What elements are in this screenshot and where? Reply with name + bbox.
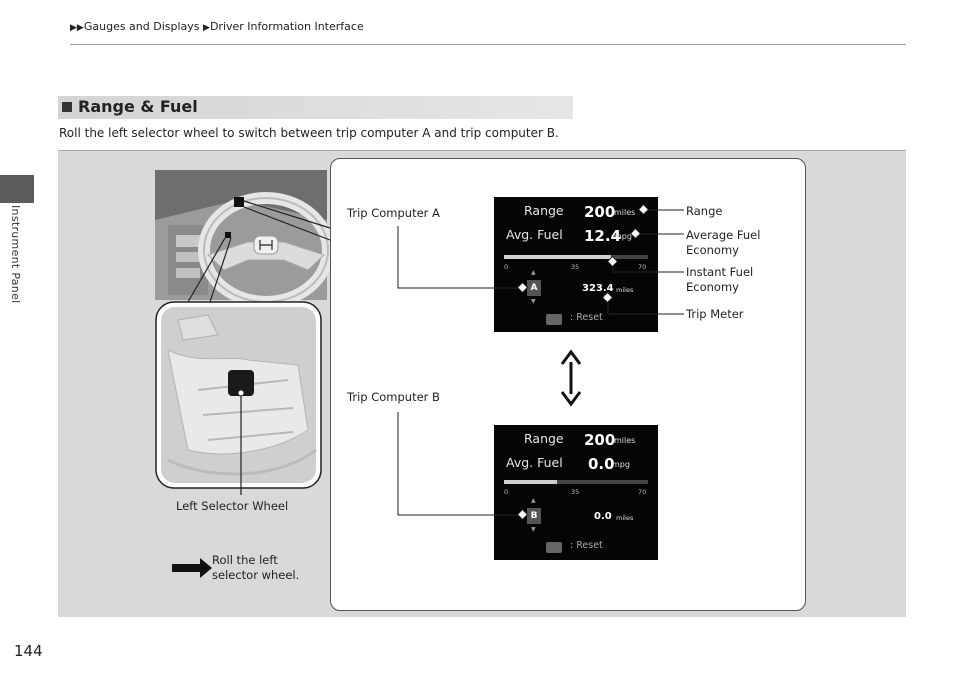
range-label: Range (524, 431, 564, 446)
trip-meter-value: 0.0 (594, 511, 612, 522)
trip-computer-b-display: Range 200 miles Avg. Fuel 0.0 mpg 0 35 7… (494, 425, 658, 560)
instant-fuel-line-2: Economy (686, 280, 739, 294)
instant-fuel-line-1: Instant Fuel (686, 265, 754, 279)
page-number: 144 (14, 642, 43, 660)
range-callout-label: Range (686, 204, 723, 218)
breadcrumb-arrow-icon: ▶ (203, 23, 210, 33)
scale-tick-70: 70 (638, 488, 647, 496)
avg-fuel-unit: mpg (614, 232, 632, 241)
avg-fuel-label: Avg. Fuel (506, 227, 563, 242)
reset-label: : Reset (570, 540, 603, 551)
section-title: Range & Fuel (78, 97, 198, 116)
roll-instruction-line-2: selector wheel. (212, 568, 300, 582)
instant-fuel-bar (504, 255, 648, 259)
down-triangle-icon: ▼ (531, 298, 536, 305)
header-rule (70, 44, 906, 45)
reset-button-icon (546, 542, 562, 553)
side-tab-marker (0, 175, 34, 203)
trip-computer-a-display: Range 200 miles Avg. Fuel 12.4 mpg 0 35 … (494, 197, 658, 332)
trip-meter-unit: miles (616, 286, 634, 294)
scale-tick-0: 0 (504, 488, 509, 496)
roll-instruction-label: Roll the left selector wheel. (212, 553, 299, 583)
reset-button-icon (546, 314, 562, 325)
trip-meter-callout-label: Trip Meter (686, 307, 744, 321)
breadcrumb-part-1[interactable]: Gauges and Displays (83, 20, 200, 33)
trip-b-badge: B (527, 508, 541, 524)
scale-tick-0: 0 (504, 263, 509, 271)
breadcrumb: ▶▶Gauges and Displays ▶Driver Informatio… (70, 20, 364, 33)
avg-fuel-value: 0.0 (588, 455, 615, 473)
side-tab-label: Instrument Panel (9, 205, 22, 304)
breadcrumb-arrow-icon: ▶▶ (70, 23, 84, 33)
down-triangle-icon: ▼ (531, 526, 536, 533)
scale-tick-35: 35 (571, 488, 580, 496)
trip-meter-value: 323.4 (582, 283, 614, 294)
scale-tick-35: 35 (571, 263, 580, 271)
scale-tick-70: 70 (638, 263, 647, 271)
instant-fuel-economy-label: Instant Fuel Economy (686, 265, 753, 295)
reset-label: : Reset (570, 312, 603, 323)
instant-fuel-bar-fill (504, 480, 558, 484)
avg-fuel-unit: mpg (612, 460, 630, 469)
roll-instruction-line-1: Roll the left (212, 553, 278, 567)
trip-a-badge: A (527, 280, 541, 296)
up-triangle-icon: ▲ (531, 269, 536, 276)
section-intro: Roll the left selector wheel to switch b… (59, 126, 559, 140)
average-fuel-economy-label: Average Fuel Economy (686, 228, 760, 258)
range-label: Range (524, 203, 564, 218)
left-selector-wheel-label: Left Selector Wheel (176, 499, 289, 513)
average-fuel-line-2: Economy (686, 243, 739, 257)
average-fuel-line-1: Average Fuel (686, 228, 761, 242)
range-unit: miles (614, 208, 636, 217)
avg-fuel-label: Avg. Fuel (506, 455, 563, 470)
avg-fuel-value: 12.4 (584, 227, 622, 245)
up-triangle-icon: ▲ (531, 497, 536, 504)
breadcrumb-part-2[interactable]: Driver Information Interface (209, 20, 364, 33)
section-header: Range & Fuel (58, 96, 573, 119)
trip-computer-b-label: Trip Computer B (347, 390, 440, 404)
steering-wheel-illustration (155, 170, 333, 578)
instant-fuel-bar (504, 480, 648, 484)
callout-lines (397, 203, 684, 521)
instant-fuel-bar-fill (504, 255, 611, 259)
trip-meter-unit: miles (616, 514, 634, 522)
trip-computer-a-label: Trip Computer A (347, 206, 440, 220)
range-value: 200 (584, 203, 616, 221)
range-value: 200 (584, 431, 616, 449)
section-square-icon (62, 102, 72, 112)
range-unit: miles (614, 436, 636, 445)
